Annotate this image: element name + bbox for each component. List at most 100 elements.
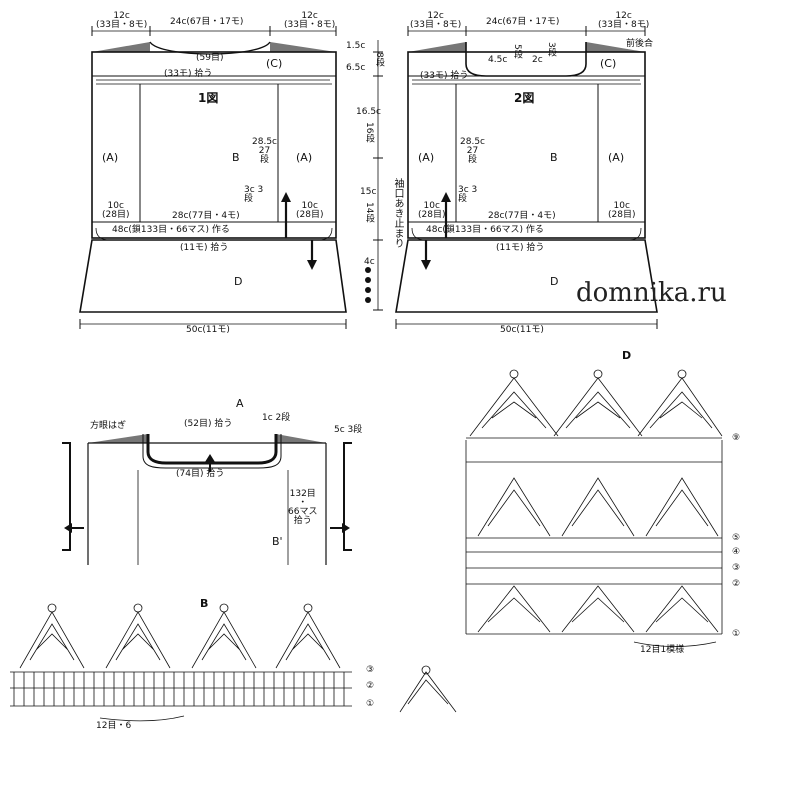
fig2-chain: 48c(鎖133目・66マス) 作る [426,225,544,235]
side-dim-1: 1.5c [346,41,366,51]
side-dimension-column [365,40,383,311]
chart-B-pineapple-4 [275,603,341,669]
fig1-section-a-left: (A) [102,151,119,164]
fig2-neck-side: 2c [532,55,543,65]
fig1-section-c: (C) [266,57,283,70]
chart-D-row-5: ⑤ [732,533,741,543]
chart-D-row-2: ② [732,579,741,589]
figA-sleeve: 5c 3段 [334,425,363,435]
figA-seam: 方眼はぎ [90,421,127,431]
fig2-width-a-left: 10c (28目) [418,201,446,220]
fig1-neck-count: (59目) [196,53,224,63]
chart-B-row-2: ② [366,681,375,691]
fig2-pickup-bottom: (11モ) 拾う [496,243,545,253]
chart-B-row-3: ③ [366,665,375,675]
chart-D-low-pineapple-1 [477,585,551,633]
chart-B-pineapple-2 [105,603,171,669]
chart-D-title: D [622,349,632,362]
side-dim-4: 15c [360,187,377,197]
side-dim-2: 6.5c [346,63,366,73]
chart-D-top-pineapple-2 [553,369,643,437]
fig2-top-mid-dim: 24c(67目・17モ) [486,17,560,27]
fig2-section-b: B [550,151,558,164]
side-rows-3: 14段 [364,202,374,223]
chart-D-mid-pineapple-2 [561,477,635,537]
figA-rows: 1c 2段 [262,413,291,423]
fig2-neck-depth: 4.5c [488,55,508,65]
figA-b-label: B' [272,535,283,548]
figA-neck-pickup: (52目) 拾う [184,419,233,429]
fig2-top-left-dim: 12c (33目・8モ) [410,11,462,30]
fig1-height-b: 28.5c 27 段 [252,137,277,165]
fig2-neck-rows: 5段 [512,44,522,59]
chart-D-top-pineapple-1 [469,369,559,437]
fig2-section-c: (C) [600,57,617,70]
chart-D-low-pineapple-3 [645,585,719,633]
fig2-neck-side-rows: 3段 [546,42,556,57]
fig2-section-a-left: (A) [418,151,435,164]
chart-B-pineapple-3 [191,603,257,669]
figA-drawing [62,434,352,565]
fig1-pickup-bottom: (11モ) 拾う [180,243,229,253]
fig2-bottom-dim: 50c(11モ) [500,325,544,335]
fig2-body-outline [407,51,646,239]
side-rows-2: 16段 [364,122,374,143]
chart-D-row-3: ③ [732,563,741,573]
watermark: domnika.ru [576,278,727,308]
fig2-width-mid: 28c(77目・4モ) [488,211,556,221]
fig1-top-right-dim: 12c (33目・8モ) [284,11,336,30]
side-rows-1: 8段 [374,52,384,67]
fig1-section-b: B [232,151,240,164]
fig1-shoulder-right [270,42,336,52]
chart-D-repeat: 12目1模様 [640,645,685,655]
fig2-section-a-right: (A) [608,151,625,164]
fig1-top-mid-dim: 24c(67目・17モ) [170,17,244,27]
fig2-shoulder-right [586,42,645,52]
chart-B-stitch-columns [13,672,345,706]
fig1-bottom-dim: 50c(11モ) [186,325,230,335]
fig1-title: 1図 [198,91,219,105]
chart-B-small-motif [399,665,457,713]
fig2-drawing [395,26,658,329]
figA-collar-pickup: (74目) 拾う [176,469,225,479]
fig2-top-right-dim: 12c (33目・8モ) [598,11,650,30]
fig2-skirt [395,239,658,313]
figA-title: A [236,397,244,410]
fig1-top-left-dim: 12c (33目・8モ) [96,11,148,30]
chart-D-row-4: ④ [732,547,741,557]
fig1-skirt [79,239,347,313]
fig2-height-b: 28.5c 27 段 [460,137,485,165]
fig1-shoulder-left [92,42,150,52]
chart-B-pineapple-1 [19,603,85,669]
fig2-shoulder-note: 前後合 [626,39,654,49]
fig1-drawing [79,26,347,329]
fig1-width-a-left: 10c (28目) [102,201,130,220]
fig1-width-mid: 28c(77目・4モ) [172,211,240,221]
chart-D-mid-pineapple-1 [477,477,551,537]
fig2-3c: 3c 3 段 [458,185,478,204]
fig2-shoulder-left [408,42,466,52]
fig1-chain: 48c(鎖133目・66マス) 作る [112,225,230,235]
chart-B-repeat: 12目・6 [96,721,132,731]
fig2-title: 2図 [514,91,535,105]
fig2-section-d: D [550,275,559,288]
fig1-3c: 3c 3 段 [244,185,264,204]
fig1-pickup: (33モ) 拾う [164,69,213,79]
figA-sleeve-pickup: 132目 ・ 66マス 拾う [288,489,318,526]
fig2-width-a-right: 10c (28目) [608,201,636,220]
fig1-section-a-right: (A) [296,151,313,164]
chart-B-title: B [200,597,209,610]
chart-D-row-1: ① [732,629,741,639]
chart-D-top-pineapple-3 [637,369,723,437]
chart-B-row-1: ① [366,699,375,709]
chart-D-low-pineapple-2 [561,585,635,633]
side-dim-5: 4c [364,257,375,267]
side-dim-3: 16.5c [356,107,381,117]
fig2-pickup: (33モ) 拾う [420,71,469,81]
fig1-section-d: D [234,275,243,288]
side-note: 袖口あき止まり [392,178,403,248]
fig1-width-a-right: 10c (28目) [296,201,324,220]
